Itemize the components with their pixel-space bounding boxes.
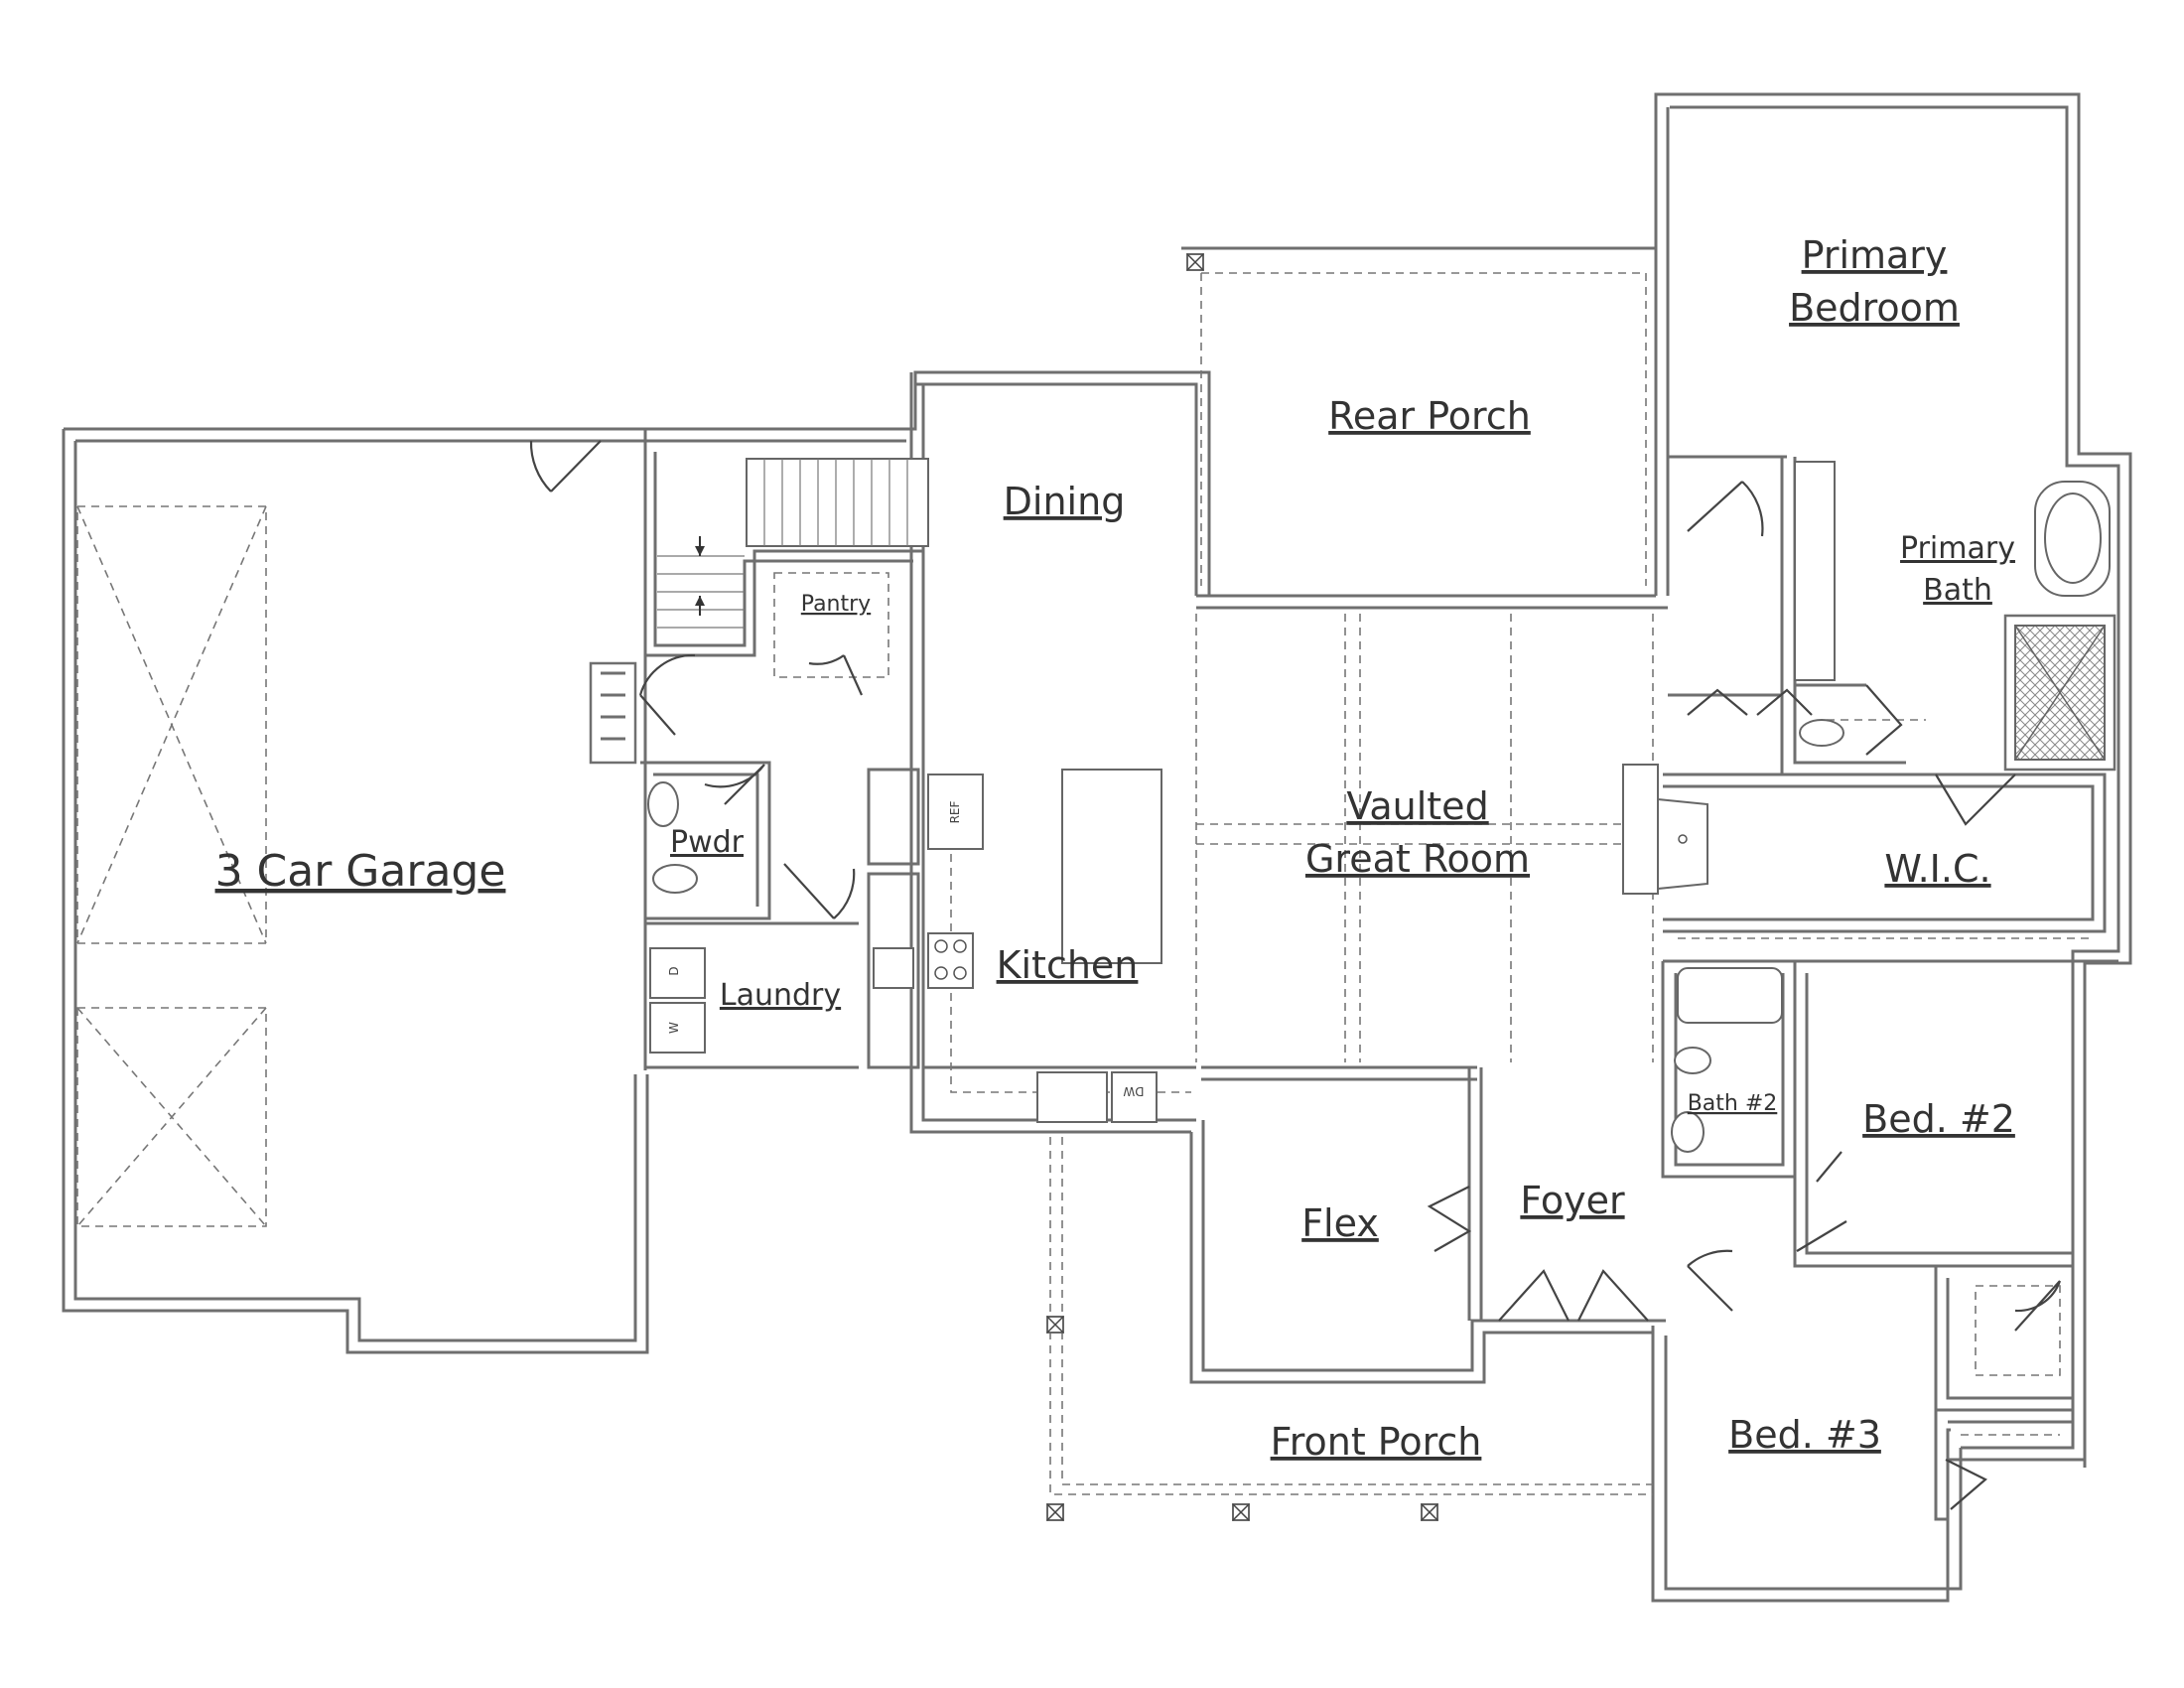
room-label-kitchen: Kitchen (997, 943, 1139, 987)
bath2-tub (1677, 967, 1783, 1024)
room-label-laundry: Laundry (720, 978, 841, 1013)
room-label-dining: Dining (1004, 480, 1126, 523)
doors (529, 440, 2062, 1510)
bath2-sink (1671, 1111, 1705, 1153)
dashed-overlays (76, 272, 2095, 1495)
fireplace (1657, 797, 1708, 891)
room-label-wic: W.I.C. (1884, 847, 1990, 891)
interior-walls (589, 107, 2118, 1521)
room-label-pantry: Pantry (801, 592, 871, 617)
dishwasher (1111, 1071, 1158, 1123)
room-label-bed2: Bed. #2 (1862, 1097, 2015, 1141)
powder-sink (647, 781, 679, 827)
washer-label: W (667, 1022, 681, 1034)
room-label-great-room-line1: Vaulted (1346, 784, 1488, 828)
powder-toilet (652, 864, 698, 894)
kitchen-island (1061, 769, 1162, 964)
stairs (657, 458, 929, 629)
kitchen-sink (1036, 1071, 1108, 1123)
room-label-foyer: Foyer (1520, 1179, 1625, 1222)
dryer (649, 947, 706, 999)
dryer-label: D (667, 966, 681, 975)
room-label-primary-bath-line2: Bath (1923, 573, 1992, 608)
room-label-bed3: Bed. #3 (1728, 1413, 1881, 1457)
fixtures: REF DW D W (647, 461, 2111, 1153)
room-label-rear-porch: Rear Porch (1328, 394, 1531, 438)
bath2-toilet (1674, 1047, 1711, 1074)
room-label-garage: 3 Car Garage (215, 846, 506, 897)
room-label-front-porch: Front Porch (1271, 1420, 1482, 1464)
porch-posts (1046, 253, 1438, 1521)
refrigerator-label: REF (948, 800, 962, 823)
washer (649, 1002, 706, 1054)
room-labels: 3 Car Garage Dining Pantry Pwdr Laundry … (215, 233, 2015, 1464)
room-label-bath2: Bath #2 (1688, 1091, 1778, 1116)
room-label-flex: Flex (1301, 1201, 1379, 1245)
range (927, 932, 974, 989)
room-label-primary-bedroom-line2: Bedroom (1789, 286, 1960, 330)
refrigerator (927, 774, 984, 850)
fireplace-hearth (1622, 764, 1659, 895)
primary-toilet (1799, 719, 1844, 747)
dishwasher-label: DW (1123, 1084, 1144, 1098)
prep-sink (873, 947, 914, 989)
room-label-pwdr: Pwdr (670, 825, 745, 860)
room-label-primary-bath-line1: Primary (1900, 531, 2015, 566)
room-label-great-room-line2: Great Room (1305, 837, 1530, 881)
room-label-primary-bedroom-line1: Primary (1802, 233, 1948, 277)
